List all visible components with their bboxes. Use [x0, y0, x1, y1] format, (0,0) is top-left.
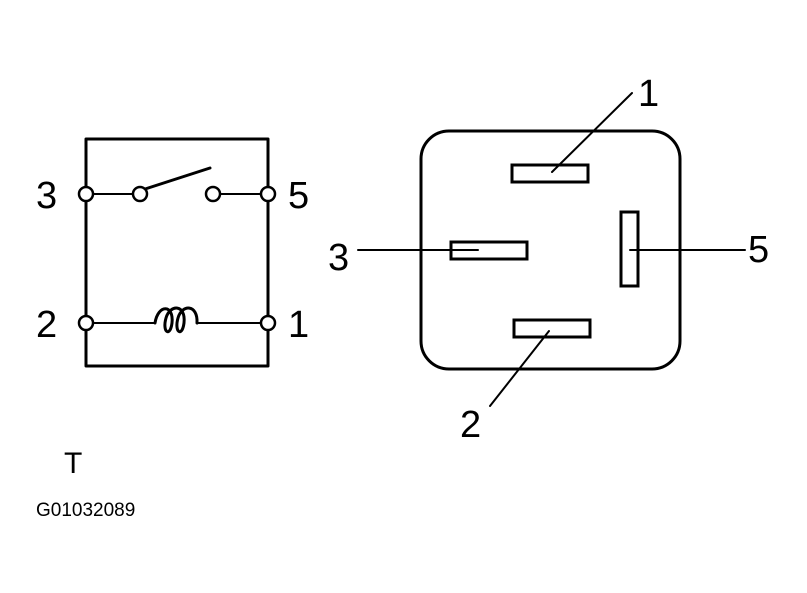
relay-connector: 1 3 5 2	[328, 73, 769, 446]
relay-schematic: 3 5 2 1	[36, 137, 309, 368]
switch-fixed-contact	[204, 185, 222, 203]
terminal-1-node	[259, 314, 277, 332]
pin-2-label: 2	[460, 404, 481, 446]
terminal-2-node	[77, 314, 95, 332]
terminal-2-label: 2	[36, 304, 57, 346]
switch-pivot-contact	[131, 185, 149, 203]
figure-marker: T	[64, 447, 82, 480]
schematic-frame	[84, 137, 270, 368]
pin-1-blade	[510, 163, 590, 184]
figure-code: G01032089	[36, 500, 135, 521]
terminal-3-node	[77, 185, 95, 203]
pin-2-leader	[489, 330, 550, 407]
coil-icon	[153, 306, 199, 334]
pin-3-label: 3	[328, 237, 349, 279]
terminal-3-label: 3	[36, 175, 57, 217]
terminal-5-label: 5	[288, 175, 309, 217]
pin-2-blade	[512, 318, 592, 339]
pin-5-label: 5	[748, 229, 769, 271]
pin-1-leader	[551, 92, 633, 173]
switch-blade	[140, 166, 212, 192]
terminal-1-label: 1	[288, 304, 309, 346]
terminal-5-node	[259, 185, 277, 203]
pin-1-label: 1	[638, 73, 659, 115]
